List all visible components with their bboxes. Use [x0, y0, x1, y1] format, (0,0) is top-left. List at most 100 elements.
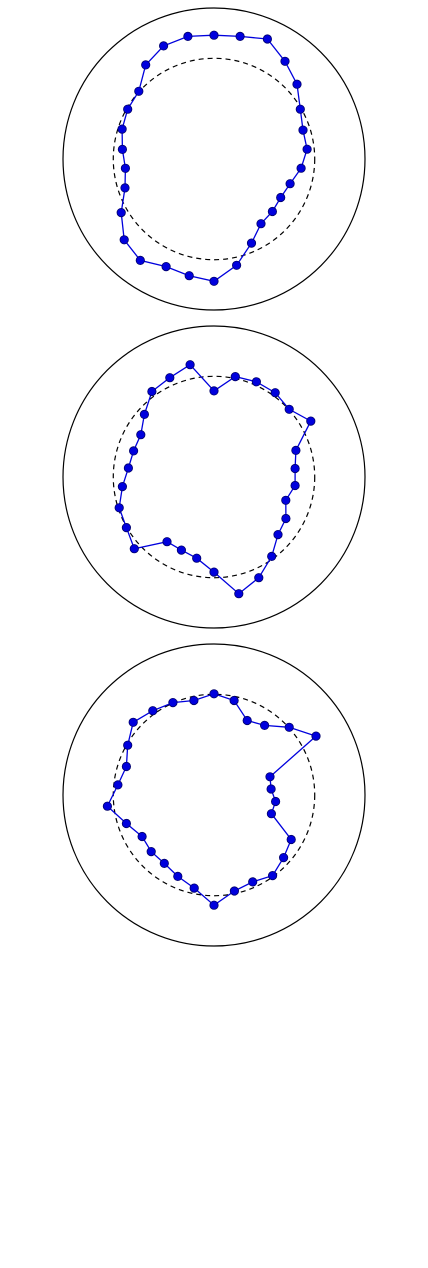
data-point	[139, 409, 149, 420]
data-point	[209, 30, 219, 40]
data-point	[273, 530, 283, 540]
data-point	[159, 858, 169, 868]
data-point	[311, 731, 321, 741]
data-point	[295, 104, 305, 114]
data-point	[246, 238, 257, 248]
data-point	[209, 276, 219, 286]
data-point	[267, 871, 278, 881]
data-point	[159, 41, 169, 51]
data-point	[302, 144, 312, 154]
data-point	[306, 416, 316, 426]
data-point	[137, 831, 147, 842]
data-point	[232, 260, 242, 270]
data-point	[229, 695, 239, 706]
data-point	[209, 567, 219, 577]
data-point	[189, 883, 199, 893]
data-point	[266, 784, 276, 794]
data-point	[117, 124, 127, 134]
data-point	[229, 886, 239, 896]
data-point	[230, 371, 240, 382]
data-point	[235, 31, 245, 42]
polar-chart-1	[62, 7, 366, 311]
series-line	[120, 34, 308, 282]
data-point	[147, 386, 157, 397]
data-point	[129, 544, 139, 554]
polar-chart-3	[62, 643, 366, 947]
data-point	[254, 573, 264, 583]
data-point	[290, 480, 300, 491]
data-point	[148, 706, 158, 716]
data-point	[290, 463, 300, 474]
data-point	[134, 86, 144, 96]
data-point	[119, 235, 129, 245]
reference-circle	[112, 693, 316, 897]
data-point	[281, 513, 291, 524]
data-point	[267, 551, 277, 561]
data-point	[176, 545, 186, 555]
data-point	[209, 900, 219, 910]
data-point	[173, 871, 183, 881]
data-point	[256, 219, 266, 229]
data-point	[265, 772, 275, 782]
data-point	[146, 847, 156, 857]
data-point	[209, 689, 219, 699]
data-point	[168, 697, 178, 708]
data-point	[267, 206, 277, 217]
polar-frame-circle	[62, 7, 366, 311]
data-point	[121, 818, 132, 829]
data-point	[291, 445, 301, 455]
series-line	[106, 693, 318, 907]
data-point	[234, 589, 244, 599]
data-point	[123, 740, 133, 750]
data-point	[281, 495, 291, 505]
series-line	[118, 363, 312, 595]
data-point	[120, 183, 130, 193]
data-point	[270, 388, 280, 398]
data-point	[285, 179, 295, 189]
data-point	[270, 796, 281, 807]
polar-chart-2	[62, 325, 366, 629]
data-point	[284, 722, 294, 732]
data-point	[251, 377, 261, 387]
data-point	[292, 79, 302, 89]
data-point	[114, 503, 124, 513]
data-point	[141, 60, 151, 70]
data-point	[128, 717, 138, 727]
data-point	[120, 163, 131, 173]
data-point	[161, 261, 171, 272]
data-point	[248, 877, 258, 887]
data-point	[129, 446, 139, 456]
data-point	[266, 809, 276, 819]
data-point	[259, 720, 270, 731]
reference-circle	[112, 375, 316, 579]
data-point	[136, 430, 146, 440]
data-point	[185, 360, 195, 370]
data-point	[102, 801, 113, 811]
data-point	[117, 144, 128, 154]
polar-frame-circle	[62, 325, 366, 629]
data-point	[184, 271, 194, 281]
data-point	[242, 715, 252, 726]
data-point	[165, 373, 175, 383]
data-point	[296, 163, 306, 173]
data-point	[123, 104, 133, 114]
data-point	[298, 125, 308, 135]
data-point	[280, 56, 290, 66]
data-point	[286, 834, 296, 845]
data-point	[278, 853, 289, 863]
data-point	[116, 208, 126, 218]
data-point	[113, 780, 123, 790]
data-point	[262, 34, 272, 44]
data-point	[135, 255, 145, 265]
data-point	[276, 192, 286, 203]
data-point	[284, 404, 294, 414]
reference-circle	[112, 57, 316, 261]
data-point	[117, 482, 128, 492]
data-point	[183, 31, 193, 42]
data-point	[192, 553, 202, 563]
polar-frame-circle	[62, 643, 366, 947]
data-point	[123, 463, 133, 473]
data-point	[189, 695, 199, 706]
data-point	[209, 386, 219, 396]
